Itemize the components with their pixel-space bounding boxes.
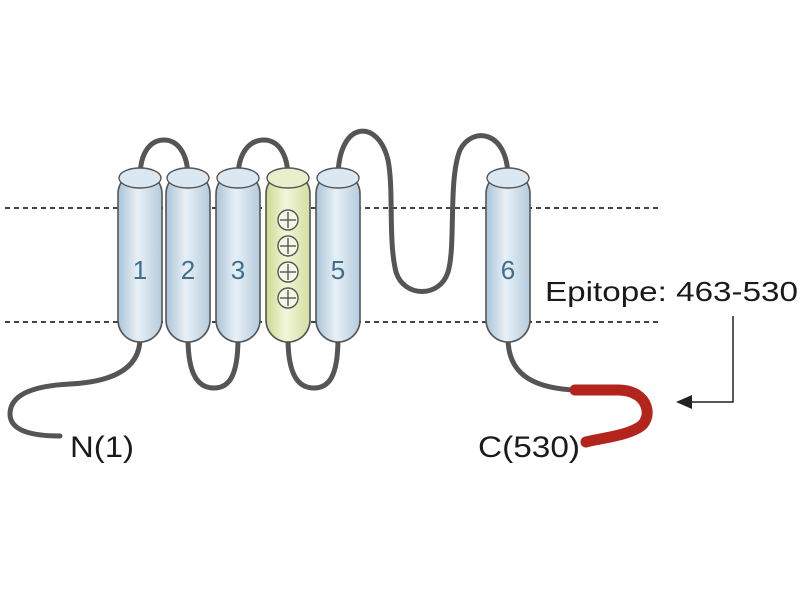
loop-5-6: [335, 128, 511, 294]
helix-2-label: 2: [181, 255, 195, 285]
c-terminal-tail: [505, 335, 578, 393]
n-terminal-tail: [7, 335, 143, 439]
epitope-segment: [569, 384, 653, 448]
epitope-pointer-arrow-icon: [676, 316, 734, 409]
n-terminus-label: N(1): [70, 431, 134, 464]
epitope-label: Epitope: 463-530: [545, 276, 798, 307]
helix-3-label: 3: [231, 255, 245, 285]
helix-5: 5: [315, 167, 361, 343]
loop-3-4: [235, 137, 291, 181]
positive-charge-icons: [277, 209, 299, 309]
loops: [7, 128, 653, 448]
loop-1-2: [137, 137, 191, 181]
helix-6: 6: [485, 167, 531, 343]
helix-4-voltage-sensor: [265, 167, 311, 343]
helix-5-label: 5: [331, 255, 345, 285]
loop-2-3: [185, 335, 241, 391]
helix-3: 3: [215, 167, 261, 343]
loop-4-5: [285, 335, 341, 391]
helix-2: 2: [165, 167, 211, 343]
helix-1-label: 1: [133, 255, 147, 285]
helix-1: 1: [117, 167, 163, 343]
helix-6-label: 6: [501, 255, 515, 285]
c-terminus-label: C(530): [478, 431, 580, 464]
